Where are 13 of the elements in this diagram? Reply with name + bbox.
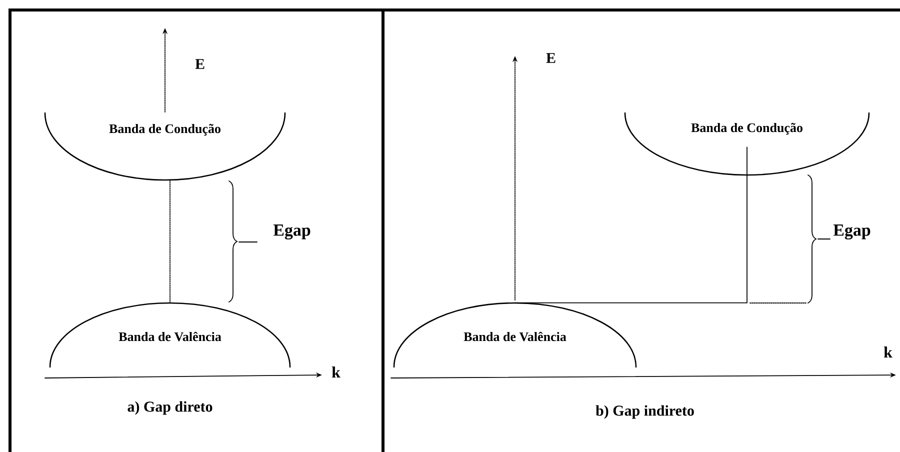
axis-label: k <box>332 366 340 378</box>
band-curve: Banda de Condução <box>624 112 870 176</box>
axis-label: E <box>546 53 556 63</box>
connector-line <box>514 146 748 304</box>
axis-label: E <box>195 59 204 69</box>
panel-caption: a) Gap direto <box>128 401 212 415</box>
gap-label: Egap <box>273 224 310 240</box>
axis-label: k <box>884 346 892 358</box>
band-curve: Banda de Valência <box>393 302 637 368</box>
gap-label: Egap <box>833 224 870 240</box>
band-curve: Banda de Valência <box>49 302 291 368</box>
panel-caption: b) Gap indireto <box>596 405 694 419</box>
band-curve: Banda de Condução <box>44 112 286 181</box>
